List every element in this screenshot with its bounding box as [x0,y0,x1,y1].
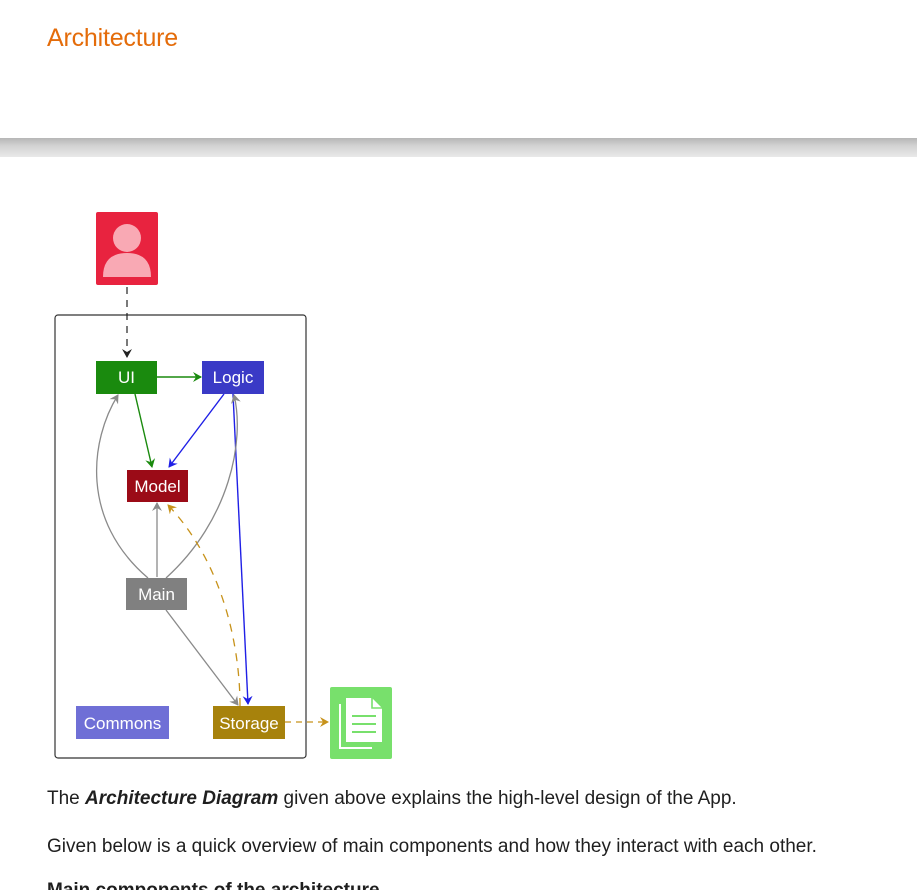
model-component: Model [127,470,188,502]
description-prefix: The [47,788,86,809]
main-to-ui-arrow [96,394,149,579]
main-to-storage-arrow [165,609,239,706]
ui-to-model-arrow [134,393,156,468]
logic-component: Logic [202,361,264,394]
storage-component: Storage [213,706,285,739]
architecture-description: The Architecture Diagram given above exp… [47,788,737,810]
user-icon [96,212,158,285]
commons-component: Commons [76,706,169,739]
main-label: Main [138,585,175,604]
app-boundary [54,314,307,759]
file-icon [330,687,392,759]
main-to-logic-arrow [165,394,241,579]
main-component: Main [126,578,187,610]
logic-label: Logic [213,368,254,387]
page-heading: Architecture [47,24,178,52]
logic-to-model-arrow [168,393,225,468]
ui-component: UI [96,361,157,394]
model-label: Model [134,477,180,496]
components-subheading: Main components of the architecture [47,880,380,890]
architecture-diagram-term: Architecture Diagram [85,788,279,809]
logic-to-storage-arrow [232,393,253,705]
ui-label: UI [118,368,135,387]
commons-label: Commons [84,714,161,733]
storage-to-model-arrow [167,504,241,707]
section-divider [0,138,917,157]
description-suffix: given above explains the high-level desi… [278,788,737,809]
storage-label: Storage [219,714,279,733]
overview-text: Given below is a quick overview of main … [47,836,817,857]
